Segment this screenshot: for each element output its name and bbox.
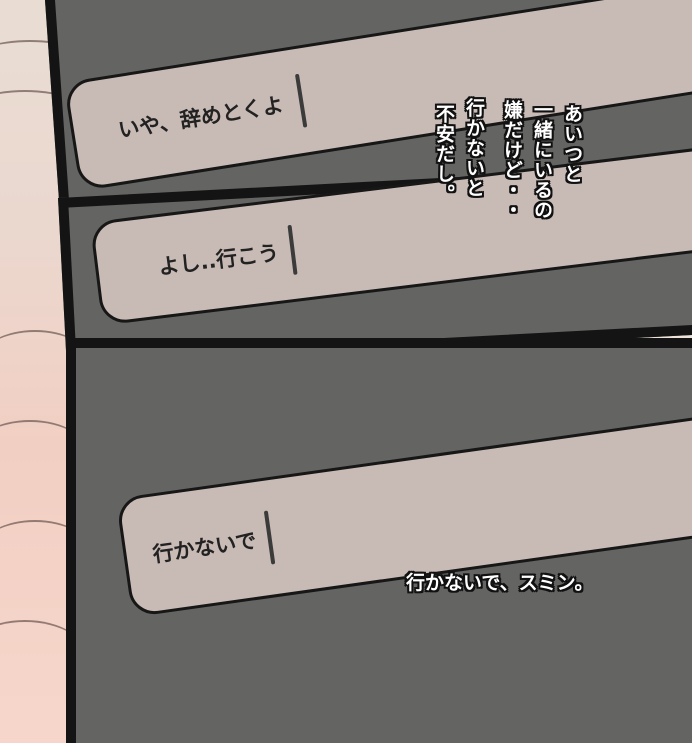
narration-line: 一緒にいるの — [531, 100, 553, 220]
hair-strand-line — [0, 620, 90, 702]
text-cursor — [294, 73, 308, 128]
text-cursor — [264, 510, 276, 565]
reply-input-text: よし..行こう — [157, 240, 281, 280]
reply-input-text: いや、辞めとくよ — [116, 92, 286, 143]
reply-input-text: 行かないで — [151, 528, 258, 567]
hair-strand-line — [0, 520, 90, 582]
text-cursor — [287, 224, 298, 275]
hair-strand-line — [0, 40, 90, 82]
hair-strand-line — [0, 90, 90, 142]
narration-line: 不安だし。 — [433, 104, 455, 204]
hair-strand-line — [0, 330, 90, 392]
narration-line: 嫌だけど・・ — [501, 100, 523, 220]
hair-strand-line — [0, 420, 90, 492]
narration-line: 行かないと — [463, 98, 485, 198]
narration-line: あいつと — [561, 104, 583, 184]
narration-caption: 行かないで、スミン。 — [406, 572, 594, 594]
